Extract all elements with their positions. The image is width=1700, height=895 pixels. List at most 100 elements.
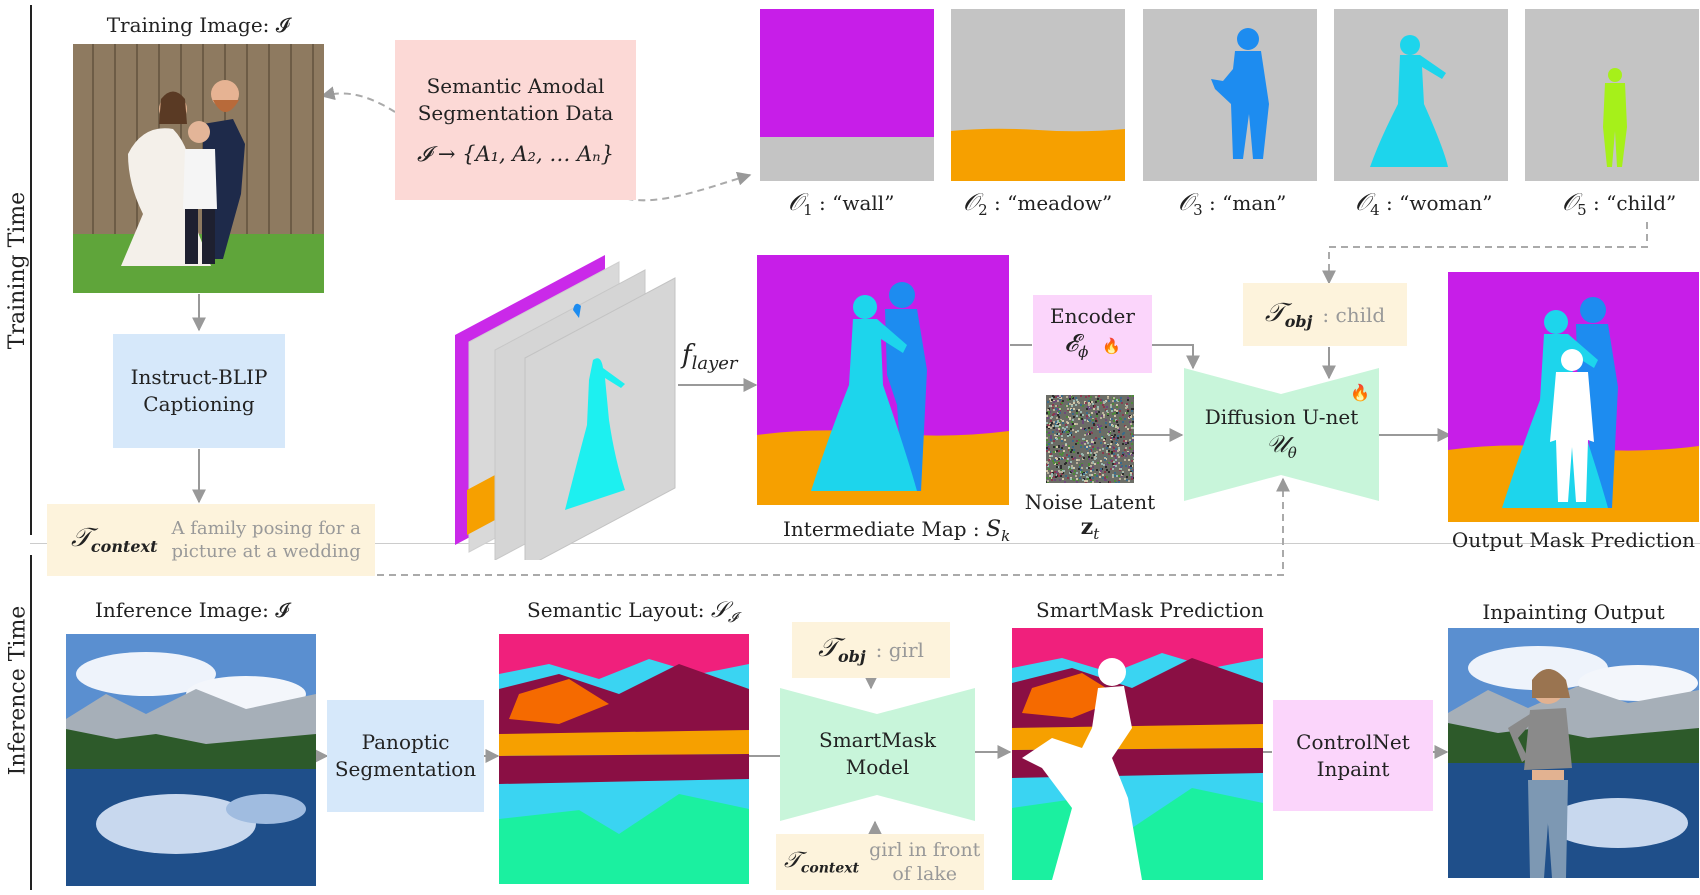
noise-speck <box>1126 406 1128 408</box>
noise-speck <box>1088 400 1090 402</box>
noise-speck <box>1104 457 1106 459</box>
noise-speck <box>1084 446 1086 448</box>
noise-speck <box>1047 472 1049 474</box>
noise-speck <box>1076 412 1078 414</box>
controlnet-line2: Inpaint <box>1316 756 1390 781</box>
noise-speck <box>1103 439 1105 441</box>
noise-speck <box>1063 470 1065 472</box>
noise-speck <box>1075 443 1077 445</box>
noise-speck <box>1062 478 1064 480</box>
noise-speck <box>1122 473 1124 475</box>
noise-speck <box>1116 412 1118 414</box>
noise-speck <box>1106 410 1108 412</box>
noise-speck <box>1089 420 1091 422</box>
noise-speck <box>1081 471 1083 473</box>
noise-speck <box>1115 482 1117 483</box>
noise-speck <box>1055 457 1057 459</box>
output-mask-caption: Output Mask Prediction <box>1451 528 1696 552</box>
encoder-label: Encoder <box>1050 303 1135 328</box>
noise-speck <box>1126 479 1128 481</box>
smartmask-model <box>780 688 975 821</box>
noise-speck <box>1111 441 1113 443</box>
object-mask-meadow <box>951 9 1125 181</box>
noise-speck <box>1053 462 1055 464</box>
noise-speck <box>1094 456 1096 458</box>
noise-speck <box>1069 403 1071 405</box>
noise-speck <box>1124 459 1126 461</box>
noise-speck <box>1063 431 1065 433</box>
noise-speck <box>1064 428 1066 430</box>
noise-speck <box>1131 425 1133 427</box>
noise-speck <box>1048 413 1050 415</box>
training-tobj-box: 𝒯obj : child <box>1243 283 1407 346</box>
noise-speck <box>1125 447 1127 449</box>
noise-speck <box>1081 464 1083 466</box>
instruct-blip-line1: Instruct-BLIP <box>130 365 268 389</box>
noise-speck <box>1130 423 1132 425</box>
noise-speck <box>1110 459 1112 461</box>
noise-speck <box>1064 439 1066 441</box>
noise-speck <box>1051 475 1053 477</box>
noise-speck <box>1062 400 1064 402</box>
noise-speck <box>1120 400 1122 402</box>
noise-speck <box>1121 402 1123 404</box>
noise-speck <box>1057 420 1059 422</box>
noise-speck <box>1051 422 1053 424</box>
noise-speck <box>1050 424 1052 426</box>
noise-speck <box>1125 455 1127 457</box>
inference-section-rule <box>30 555 32 890</box>
noise-speck <box>1066 405 1068 407</box>
noise-speck <box>1097 406 1099 408</box>
noise-speck <box>1109 424 1111 426</box>
noise-speck <box>1125 442 1127 444</box>
noise-speck <box>1072 458 1074 460</box>
noise-speck <box>1071 396 1073 398</box>
encoder-symbol: 𝓔ϕ 🔥 <box>1064 328 1121 361</box>
noise-speck <box>1093 454 1095 456</box>
noise-speck <box>1126 403 1128 405</box>
noise-speck <box>1062 452 1064 454</box>
instruct-blip-box: Instruct-BLIP Captioning <box>113 334 285 448</box>
noise-speck <box>1095 411 1097 413</box>
noise-speck <box>1065 444 1067 446</box>
noise-speck <box>1073 402 1075 404</box>
noise-speck <box>1055 421 1057 423</box>
training-context-box: 𝒯context A family posing for a picture a… <box>47 504 375 576</box>
panoptic-line2: Segmentation <box>334 757 477 781</box>
noise-speck <box>1088 408 1090 410</box>
noise-speck <box>1066 396 1068 398</box>
noise-speck <box>1129 429 1131 431</box>
noise-speck <box>1113 430 1115 432</box>
noise-speck <box>1046 437 1048 439</box>
noise-speck <box>1132 395 1134 397</box>
noise-speck <box>1086 448 1088 450</box>
noise-speck <box>1091 439 1093 441</box>
noise-speck <box>1078 402 1080 404</box>
noise-speck <box>1100 417 1102 419</box>
noise-speck <box>1093 423 1095 425</box>
noise-speck <box>1070 432 1072 434</box>
noise-speck <box>1101 463 1103 465</box>
noise-speck <box>1112 463 1114 465</box>
noise-speck <box>1065 424 1067 426</box>
noise-speck <box>1059 430 1061 432</box>
noise-speck <box>1131 402 1133 404</box>
noise-speck <box>1062 427 1064 429</box>
noise-speck <box>1113 438 1115 440</box>
noise-speck <box>1059 399 1061 401</box>
noise-speck <box>1085 482 1087 483</box>
noise-speck <box>1112 425 1114 427</box>
noise-speck <box>1048 434 1050 436</box>
noise-speck <box>1110 468 1112 470</box>
noise-speck <box>1090 468 1092 470</box>
noise-speck <box>1115 459 1117 461</box>
noise-speck <box>1092 419 1094 421</box>
semantic-data-title-line2: Segmentation Data <box>417 100 614 125</box>
noise-speck <box>1056 429 1058 431</box>
noise-speck <box>1112 476 1114 478</box>
noise-speck <box>1046 412 1048 414</box>
noise-speck <box>1088 395 1090 397</box>
noise-speck <box>1061 447 1063 449</box>
noise-speck <box>1053 427 1055 429</box>
noise-speck <box>1091 474 1093 476</box>
